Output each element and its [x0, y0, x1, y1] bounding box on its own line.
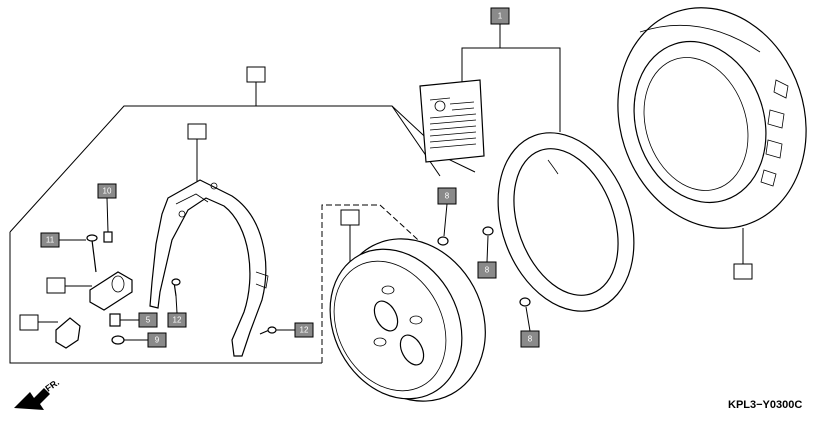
bolt-10: 10 — [97, 183, 117, 243]
drawing-code: KPL3−Y0300C — [728, 399, 802, 411]
callout-1-group: 1 — [461, 7, 561, 132]
front-arrow-icon — [14, 388, 50, 410]
clamp — [89, 271, 133, 311]
svg-text:12: 12 — [300, 326, 309, 335]
ref-box-stand — [187, 123, 207, 140]
nut-8-c: 8 — [519, 297, 540, 348]
clip — [55, 317, 81, 349]
svg-text:1: 1 — [498, 12, 503, 21]
ref-box-tire — [733, 263, 753, 280]
wheel-rim — [329, 238, 486, 402]
svg-text:8: 8 — [445, 192, 450, 201]
stand-bracket — [149, 179, 269, 357]
svg-text:12: 12 — [173, 316, 182, 325]
inner-tube — [497, 132, 635, 312]
svg-text:8: 8 — [528, 335, 533, 344]
bolt-12-upper: 12 — [167, 278, 187, 328]
ref-box-clamp — [46, 277, 66, 294]
stand-group-outline — [9, 82, 485, 364]
ref-box-wheel — [340, 209, 360, 226]
nut-9: 9 — [111, 332, 167, 348]
caution-label-sheet — [419, 79, 485, 163]
svg-text:10: 10 — [103, 187, 112, 196]
bolt-12-lower: 12 — [259, 322, 314, 338]
svg-text:5: 5 — [146, 316, 151, 325]
svg-text:8: 8 — [485, 266, 490, 275]
collar-5: 5 — [109, 312, 158, 328]
svg-text:9: 9 — [155, 336, 160, 345]
front-marker: FR. — [14, 377, 61, 410]
ref-box-stand-group — [246, 66, 266, 83]
svg-text:11: 11 — [46, 236, 55, 245]
nut-8-b: 8 — [477, 226, 497, 279]
ref-box-clip — [19, 314, 39, 331]
tire — [617, 7, 807, 229]
bolt-11: 11 — [40, 232, 98, 273]
nut-8-a: 8 — [437, 187, 457, 246]
